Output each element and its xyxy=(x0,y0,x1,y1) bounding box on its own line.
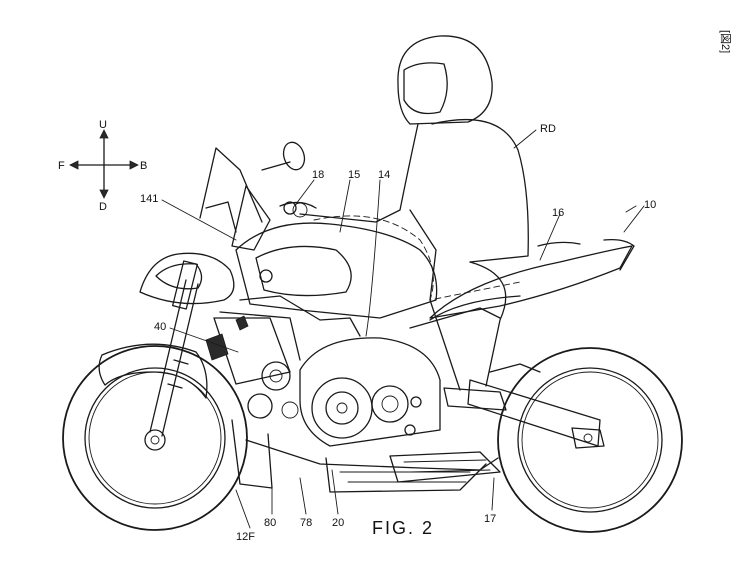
label-seat: 16 xyxy=(552,207,564,219)
direction-back: B xyxy=(140,160,147,172)
figure-caption: FIG. 2 xyxy=(372,518,434,538)
direction-down: D xyxy=(99,201,107,213)
label-frame: 14 xyxy=(378,169,390,181)
label-air-cleaner: 40 xyxy=(154,321,166,333)
fuel-tank-drawing xyxy=(235,202,438,319)
swing-arm-drawing xyxy=(467,363,601,447)
seat-drawing xyxy=(429,238,635,319)
front-wheel-drawing xyxy=(62,343,248,531)
label-front-wheel: 12F xyxy=(236,531,255,543)
rider-drawing xyxy=(279,35,529,411)
frame-drawing xyxy=(219,295,521,361)
label-rider: RD xyxy=(540,123,556,135)
rear-wheel-drawing xyxy=(497,347,683,533)
direction-up: U xyxy=(99,119,107,131)
sheet-tag: [図2] xyxy=(719,30,732,53)
exhaust-drawing xyxy=(389,451,501,483)
direction-compass: U D F B xyxy=(58,119,147,213)
label-handle-grip: 18 xyxy=(312,169,324,181)
front-cowl-drawing xyxy=(139,141,306,305)
seat-dashed-outline xyxy=(313,215,521,301)
label-sensor: 80 xyxy=(264,517,276,529)
air-cleaner-drawing xyxy=(205,315,299,419)
front-fork-drawing xyxy=(149,260,199,437)
direction-front: F xyxy=(58,160,65,172)
label-windscreen-stay: 141 xyxy=(140,193,158,205)
leader-lines xyxy=(161,129,645,529)
label-exhaust: 17 xyxy=(484,513,496,525)
label-engine: 20 xyxy=(332,517,344,529)
engine-drawing xyxy=(231,337,499,493)
label-pipe: 78 xyxy=(300,517,312,529)
label-fuel-tank: 15 xyxy=(348,169,360,181)
label-motorcycle: 10 xyxy=(644,199,656,211)
